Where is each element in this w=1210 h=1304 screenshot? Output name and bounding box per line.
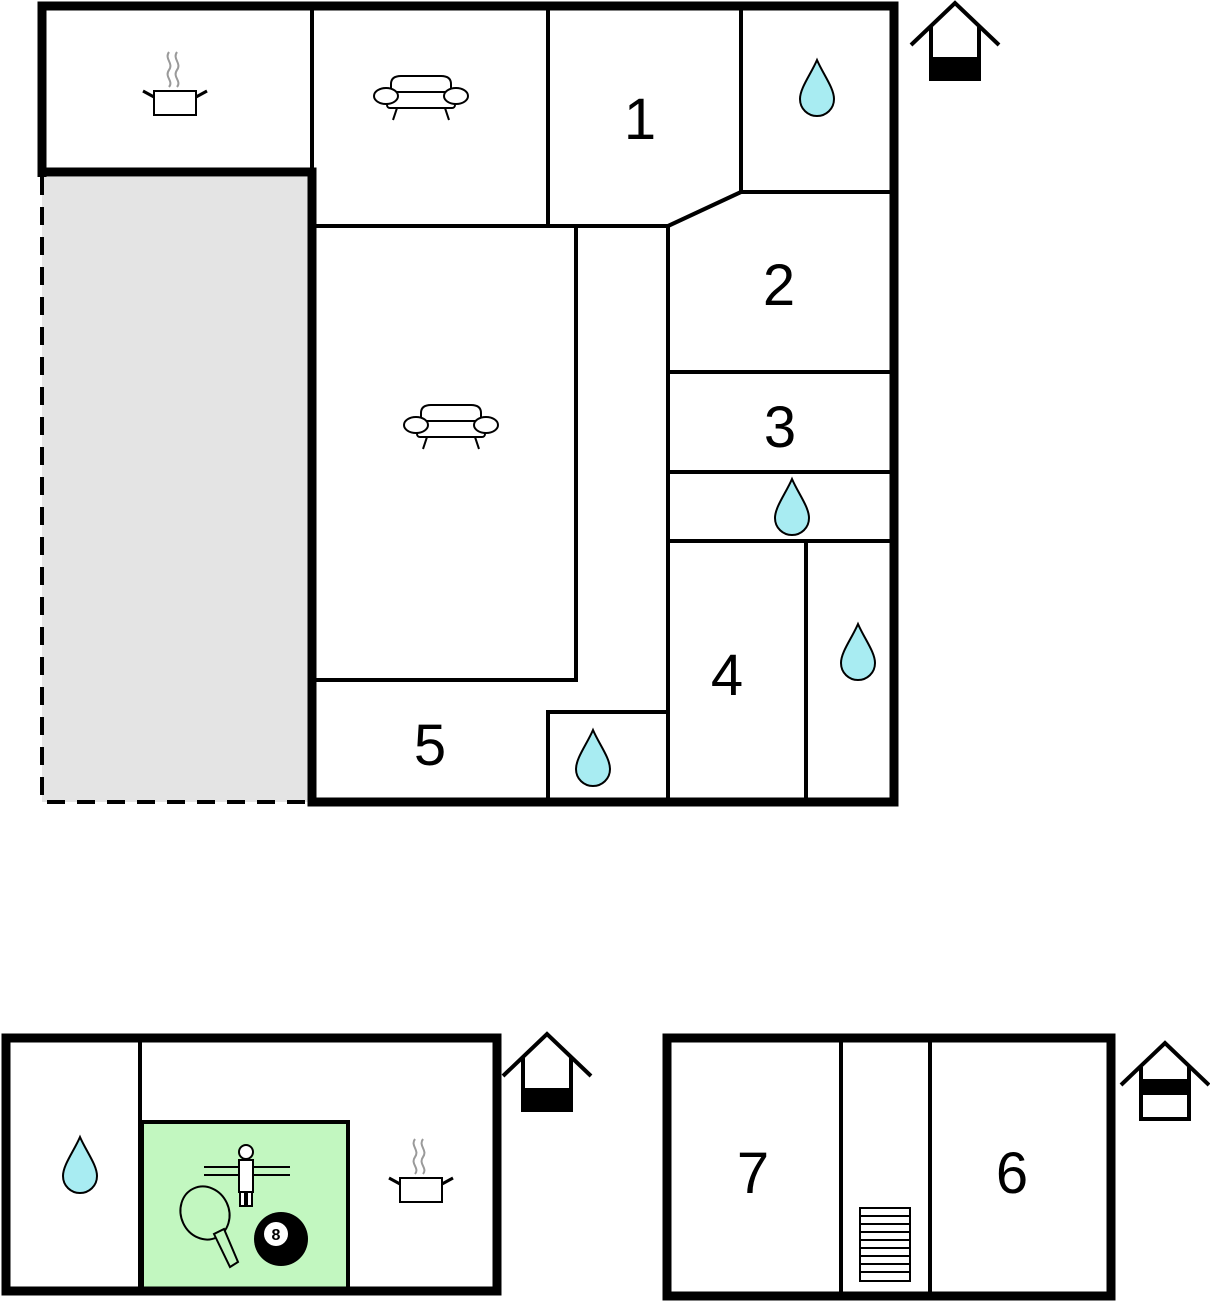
house-floor-icon [909,1,1001,81]
house-floor-icon [1119,1041,1210,1121]
water-drop-icon [840,623,876,681]
foosball-icon [204,1144,290,1207]
room-number-5: 5 [414,713,446,778]
sofa-icon [373,75,469,121]
water-drop-icon [575,729,611,787]
billiard-ball-number: 8 [272,1227,281,1244]
table-tennis-icon [179,1185,240,1269]
terrace-area [42,177,312,802]
room-number-6: 6 [996,1141,1028,1206]
water-drop-icon [774,478,810,536]
sofa-icon [403,404,499,450]
cooking-pot-icon [141,50,209,117]
room-number-1: 1 [624,87,656,152]
main-floor-plan: 1 2 3 4 5 [37,1,1001,807]
water-drop-icon [799,59,835,117]
interior-walls [310,6,894,802]
water-drop-icon [62,1136,98,1194]
stairs-icon [859,1207,911,1282]
room-number-3: 3 [764,395,796,460]
room-number-2: 2 [763,253,795,318]
annex-floor-plan: 8 [1,1032,593,1296]
billiard-ball-icon: 8 [254,1212,308,1266]
annex-outer-wall [1,1033,502,1296]
house-floor-icon [501,1032,593,1112]
upper-floor-plan: 7 6 [662,1033,1210,1301]
room-number-4: 4 [711,643,743,708]
upper-outer-wall [662,1033,1116,1301]
room-number-7: 7 [737,1141,769,1206]
cooking-pot-icon [387,1137,455,1204]
